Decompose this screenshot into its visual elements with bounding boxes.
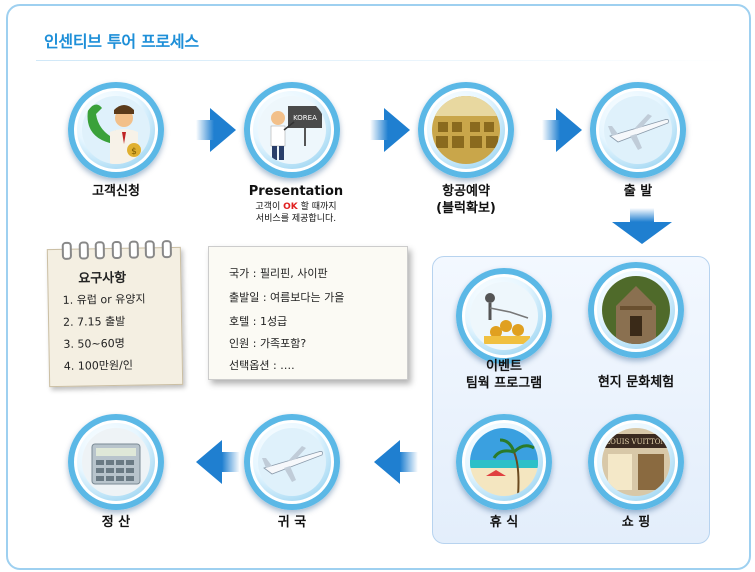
booking-label-line1: 항공예약 — [442, 184, 490, 199]
teamwork-icon — [470, 282, 538, 350]
sub-line2: 서비스를 제공합니다. — [255, 214, 337, 224]
requirement-item: 2. 7.15 출발 — [62, 314, 126, 329]
arrow-right-icon — [196, 108, 236, 152]
arrow-down-icon — [612, 208, 672, 244]
step-presentation-circle: KOREA — [244, 82, 340, 178]
requirements-note: 요구사항 1. 유럽 or 유양지 2. 7.15 출발 3. 50~60명 4… — [46, 240, 184, 388]
trip-plan-line: 호텔 : 1성급 — [229, 315, 288, 328]
requirement-item: 4. 100만원/인 — [63, 358, 134, 373]
beach-icon — [470, 428, 538, 496]
shopping-store-icon: LOUIS VUITTON — [602, 428, 670, 496]
step-culture-label: 현지 문화체험 — [597, 375, 675, 390]
event-label-line2: 팀웍 프로그램 — [465, 376, 543, 391]
step-event-circle — [456, 268, 552, 364]
sub-prefix: 고객이 — [255, 202, 284, 212]
trip-plan-line: 선택옵션 : …. — [229, 359, 295, 372]
svg-text:LOUIS VUITTON: LOUIS VUITTON — [605, 438, 666, 446]
requirements-list: 1. 유럽 or 유양지 2. 7.15 출발 3. 50~60명 4. 100… — [63, 288, 147, 377]
trip-plan-line: 인원 : 가족포함? — [229, 337, 307, 350]
trip-plan-line: 국가 : 필리핀, 사이판 — [229, 267, 328, 280]
arrow-left-icon — [196, 440, 240, 484]
airplane-icon — [258, 428, 326, 496]
temple-icon — [602, 276, 670, 344]
requirements-heading: 요구사항 — [78, 270, 127, 287]
step-booking-circle — [418, 82, 514, 178]
step-return-circle — [244, 414, 340, 510]
trip-plan-note: 국가 : 필리핀, 사이판 출발일 : 여름보다는 가을 호텔 : 1성급 인원… — [208, 246, 408, 380]
trip-plan-line: 출발일 : 여름보다는 가을 — [229, 291, 345, 304]
presenter-icon: KOREA — [258, 96, 326, 164]
step-settlement-circle — [68, 414, 164, 510]
title-divider — [36, 60, 736, 61]
step-shopping-circle: LOUIS VUITTON — [588, 414, 684, 510]
airplane-icon — [604, 96, 672, 164]
calculator-icon — [82, 428, 150, 496]
ok-highlight: OK — [283, 202, 298, 212]
step-presentation-label: Presentation — [248, 184, 344, 199]
step-settlement-label: 정 산 — [101, 515, 131, 530]
booking-label-line2: (블럭확보) — [436, 201, 496, 216]
step-culture-circle — [588, 262, 684, 358]
step-shopping-label: 쇼 핑 — [621, 515, 651, 530]
airplane-cabin-icon — [432, 96, 500, 164]
svg-text:$: $ — [131, 147, 137, 157]
svg-text:KOREA: KOREA — [293, 114, 317, 122]
event-label-line1: 이벤트 — [486, 359, 522, 374]
phone-consultant-icon: $ — [82, 96, 150, 164]
step-request-label: 고객신청 — [92, 184, 140, 199]
arrow-right-icon — [542, 108, 582, 152]
step-event-label: 이벤트 팀웍 프로그램 — [444, 358, 564, 392]
arrow-right-icon — [370, 108, 410, 152]
step-booking-label: 항공예약 (블럭확보) — [420, 183, 512, 217]
step-presentation-subtext: 고객이 OK 할 때까지 서비스를 제공합니다. — [226, 201, 366, 225]
page-title: 인센티브 투어 프로세스 — [44, 32, 199, 51]
step-rest-circle — [456, 414, 552, 510]
arrow-left-icon — [374, 440, 418, 484]
requirement-item: 3. 50~60명 — [63, 336, 125, 351]
step-request-circle: $ — [68, 82, 164, 178]
sub-suffix: 할 때까지 — [297, 202, 337, 212]
step-departure-circle — [590, 82, 686, 178]
requirement-item: 1. 유럽 or 유양지 — [62, 292, 146, 307]
step-return-label: 귀 국 — [277, 515, 307, 530]
step-departure-label: 출 발 — [623, 184, 653, 199]
binder-rings — [61, 240, 172, 260]
step-rest-label: 휴 식 — [489, 515, 519, 530]
